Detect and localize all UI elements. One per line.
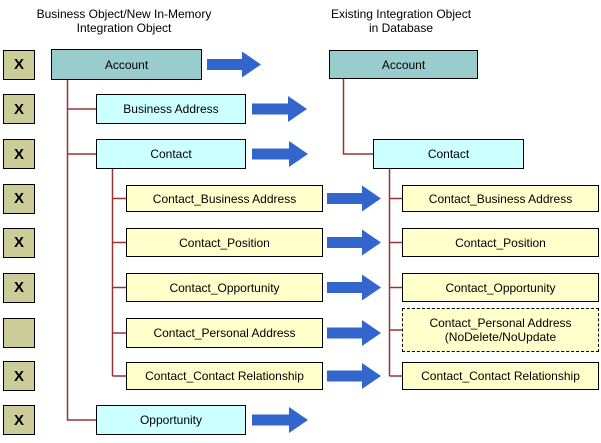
left-column-header: Business Object/New In-Memory Integratio… xyxy=(4,7,244,35)
right-column-header: Existing Integration Object in Database xyxy=(301,7,501,35)
left-box-contact-opportunity: Contact_Opportunity xyxy=(126,273,323,302)
x-mark: X xyxy=(13,279,24,296)
left-box-business-address: Business Address xyxy=(96,94,246,124)
right-account-connector-line xyxy=(342,79,373,155)
left-box-label: Contact_Business Address xyxy=(152,191,297,206)
right-box-label-line1: Contact_Position xyxy=(455,235,546,250)
left-box-account: Account xyxy=(51,49,202,80)
left-box-label: Contact_Opportunity xyxy=(169,280,280,295)
x-mark-box-opportunity: X xyxy=(3,405,35,435)
left-column-header-line2: Integration Object xyxy=(76,21,172,35)
x-mark: X xyxy=(13,234,24,251)
arrow-right-icon xyxy=(252,407,308,433)
right-box-contact: Contact xyxy=(373,139,524,169)
right-box-contact-opportunity: Contact_Opportunity xyxy=(402,273,599,302)
right-contact-connector-line xyxy=(388,169,402,377)
right-column-header-line1: Existing Integration Object xyxy=(330,7,472,21)
right-box-contact-contact-relationship: Contact_Contact Relationship xyxy=(402,362,599,390)
x-mark-box-contact-position: X xyxy=(3,227,35,258)
x-mark-box-contact: X xyxy=(3,139,35,169)
x-mark: X xyxy=(13,411,24,429)
left-box-label: Business Address xyxy=(123,102,219,116)
left-box-label: Opportunity xyxy=(139,413,203,427)
right-box-contact-business-address: Contact_Business Address xyxy=(402,185,599,212)
left-box-opportunity: Opportunity xyxy=(96,405,246,435)
right-box-label-line1: Contact xyxy=(427,147,470,161)
right-box-label-line1: Contact_Opportunity xyxy=(445,280,556,295)
x-mark: X xyxy=(13,100,24,118)
arrow-right-icon xyxy=(252,96,307,122)
x-mark-box-contact-business-address: X xyxy=(3,183,35,214)
x-mark: X xyxy=(13,56,24,73)
x-mark: X xyxy=(13,145,24,163)
left-contact-connector-line xyxy=(111,169,126,377)
left-column-header-line1: Business Object/New In-Memory xyxy=(36,7,212,21)
right-box-label-line1: Contact_Personal Address xyxy=(429,316,572,330)
left-box-label: Contact_Personal Address xyxy=(153,326,296,340)
x-mark: X xyxy=(13,190,24,207)
right-box-label-line2: (NoDelete/NoUpdate xyxy=(444,330,557,344)
x-mark-box-contact-contact-relationship: X xyxy=(3,361,35,391)
x-mark-box-contact-personal-address xyxy=(3,318,35,348)
x-mark: X xyxy=(13,367,24,385)
arrow-right-icon xyxy=(207,51,261,78)
right-box-account: Account xyxy=(329,50,478,79)
left-box-label: Account xyxy=(104,57,149,72)
left-box-label: Contact_Contact Relationship xyxy=(145,369,304,383)
right-box-label-line1: Account xyxy=(381,57,426,72)
left-box-label: Contact_Position xyxy=(179,235,270,250)
left-box-contact-business-address: Contact_Business Address xyxy=(126,185,323,212)
left-box-contact-position: Contact_Position xyxy=(126,228,323,257)
x-mark-box-contact-opportunity: X xyxy=(3,272,35,303)
left-box-label: Contact xyxy=(150,147,192,161)
right-box-label-line1: Contact_Contact Relationship xyxy=(421,369,580,383)
left-account-connector-line xyxy=(66,80,96,421)
right-column-header-line2: in Database xyxy=(368,21,434,35)
x-mark-box-business-address: X xyxy=(3,94,35,124)
arrow-right-icon xyxy=(252,141,308,167)
left-box-contact-contact-relationship: Contact_Contact Relationship xyxy=(126,362,323,390)
right-box-contact-position: Contact_Position xyxy=(402,228,599,257)
left-box-contact: Contact xyxy=(96,139,246,169)
x-mark-box-account: X xyxy=(3,49,35,80)
arrow-right-icon xyxy=(327,363,381,389)
right-box-contact-personal-address: Contact_Personal Address(NoDelete/NoUpda… xyxy=(402,308,599,352)
arrow-right-icon xyxy=(327,229,381,256)
arrow-right-icon xyxy=(327,185,381,212)
arrow-right-icon xyxy=(327,274,381,301)
right-box-label-line1: Contact_Business Address xyxy=(428,191,573,206)
left-box-contact-personal-address: Contact_Personal Address xyxy=(126,318,323,348)
arrow-right-icon xyxy=(327,320,381,346)
